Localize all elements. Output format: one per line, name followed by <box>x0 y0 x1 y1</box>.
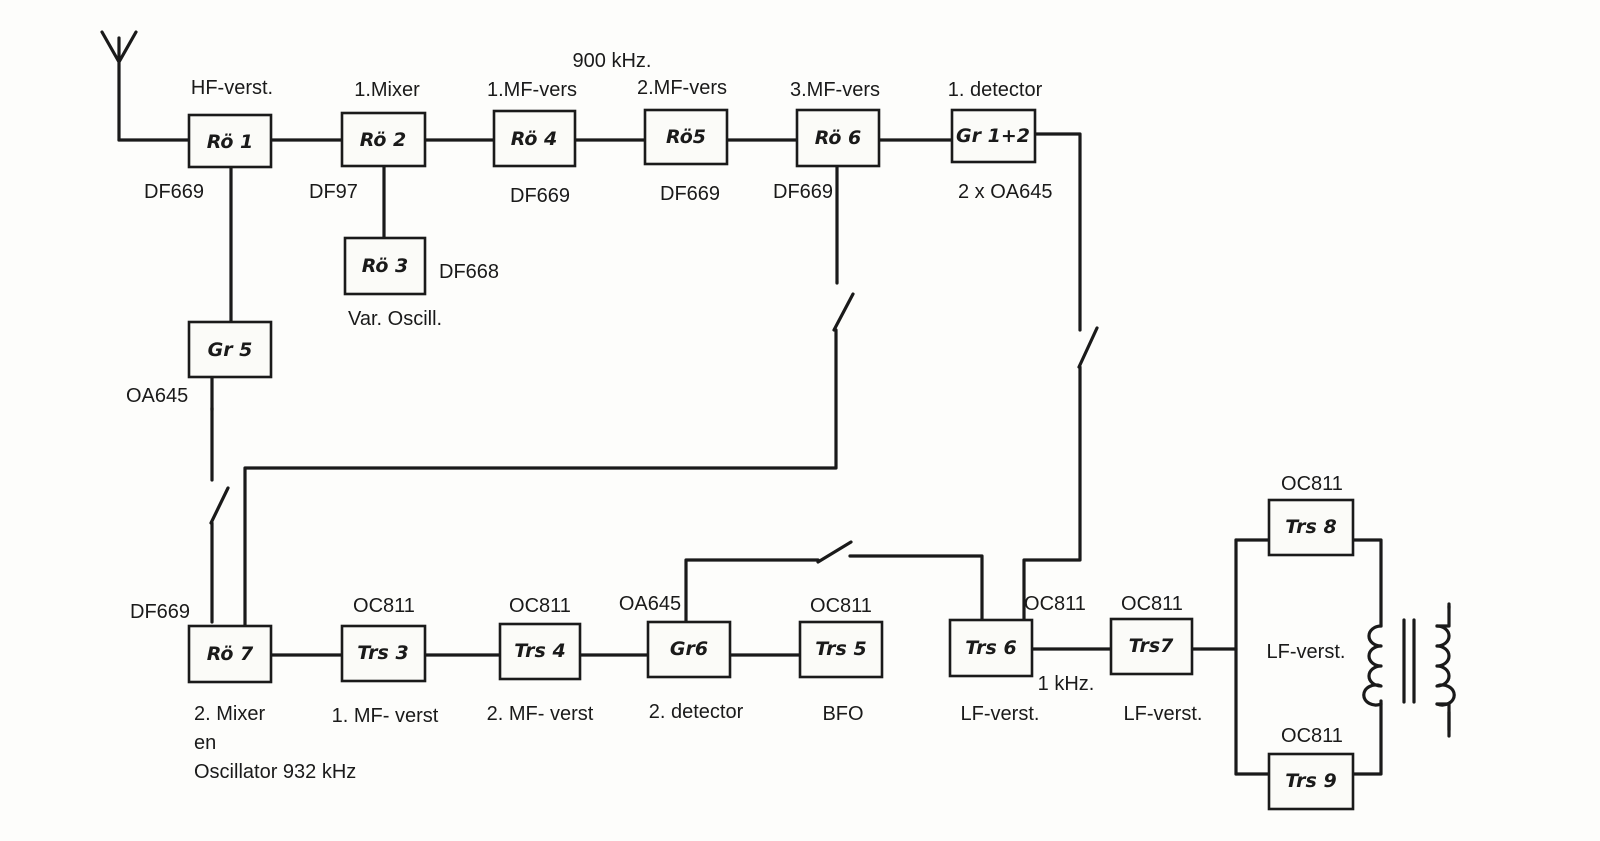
block-gr12: Gr 1+2 <box>950 108 1037 164</box>
block-label: Trs 5 <box>815 638 866 660</box>
block-trs4: Trs 4 <box>498 622 582 681</box>
transformer-icon <box>1362 604 1456 732</box>
part-label: OC811 <box>1281 473 1343 495</box>
stage-label: 1. MF- verst <box>332 705 439 727</box>
block-trs5: Trs 5 <box>798 620 884 679</box>
switch-icon <box>243 280 855 628</box>
block-label: Trs 8 <box>1285 516 1336 538</box>
block-ro7: Rö 7 <box>187 624 273 684</box>
stage-label: 2. detector <box>649 701 744 723</box>
stage-label: 1. detector <box>948 79 1043 101</box>
block-ro4: Rö 4 <box>492 109 577 168</box>
stage-label: 3.MF-vers <box>790 79 880 101</box>
freq-label: 1 kHz. <box>1038 673 1095 695</box>
stage-label: LF-verst. <box>1124 703 1203 725</box>
switch-icon <box>1022 326 1099 624</box>
part-label: 2 x OA645 <box>958 181 1053 203</box>
part-label: DF669 <box>510 185 570 207</box>
block-label: Gr6 <box>670 638 708 660</box>
block-ro6: Rö 6 <box>795 108 881 168</box>
part-label: DF669 <box>660 183 720 205</box>
block-ro5: Rö5 <box>643 108 729 166</box>
block-label: Rö 6 <box>815 127 862 149</box>
block-label: Rö 7 <box>207 643 254 665</box>
stage-label: 1.MF-vers <box>487 79 577 101</box>
block-ro2: Rö 2 <box>340 111 427 168</box>
stage-label: BFO <box>822 703 863 725</box>
stage-label: 2. MF- verst <box>487 703 594 725</box>
stage-label: 2. Mixer <box>194 703 265 725</box>
block-label: Trs 3 <box>357 642 408 664</box>
stage-label: en <box>194 732 216 754</box>
part-label: OA645 <box>126 385 188 407</box>
stage-label: LF-verst. <box>961 703 1040 725</box>
block-label: Trs 9 <box>1285 770 1336 792</box>
block-trs8: Trs 8 <box>1267 498 1355 557</box>
block-trs7: Trs7 <box>1109 617 1194 676</box>
stage-label: LF-verst. <box>1267 641 1346 663</box>
switch-icon <box>209 406 230 624</box>
block-label: Gr 5 <box>208 339 253 361</box>
block-label: Trs 6 <box>965 637 1016 659</box>
part-label: OC811 <box>509 595 571 617</box>
part-label: OC811 <box>1024 593 1086 615</box>
block-trs3: Trs 3 <box>340 624 427 683</box>
block-label: Rö 4 <box>511 128 558 150</box>
stage-label: 2.MF-vers <box>637 77 727 99</box>
stage-label: 1.Mixer <box>354 79 420 101</box>
part-label: OC811 <box>353 595 415 617</box>
switch-icon <box>684 540 984 624</box>
part-label: OC811 <box>1281 725 1343 747</box>
part-label: DF669 <box>130 601 190 623</box>
block-label: Rö 1 <box>207 131 254 153</box>
part-label: DF668 <box>439 261 499 283</box>
wires-top <box>117 132 1082 332</box>
part-label: OC811 <box>810 595 872 617</box>
part-label: OC811 <box>1121 593 1183 615</box>
part-label: OA645 <box>619 593 681 615</box>
block-label: Rö 2 <box>360 129 407 151</box>
block-label: Trs7 <box>1129 635 1175 657</box>
part-label: DF97 <box>309 181 358 203</box>
antenna-icon <box>100 30 138 142</box>
part-label: DF669 <box>773 181 833 203</box>
block-ro1: Rö 1 <box>187 113 273 169</box>
block-label: Rö5 <box>666 126 706 148</box>
block-label: Rö 3 <box>362 255 409 277</box>
stage-label: HF-verst. <box>191 77 273 99</box>
block-trs9: Trs 9 <box>1267 752 1355 811</box>
freq-label: 900 kHz. <box>573 50 652 72</box>
stage-label: Var. Oscill. <box>348 308 442 330</box>
block-gr6: Gr6 <box>646 620 732 679</box>
stage-label: Oscillator 932 kHz <box>194 761 356 783</box>
block-trs6: Trs 6 <box>948 618 1034 678</box>
block-label: Trs 4 <box>514 640 565 662</box>
block-gr5: Gr 5 <box>187 320 273 379</box>
part-label: DF669 <box>144 181 204 203</box>
block-label: Gr 1+2 <box>956 125 1030 147</box>
wires-bottom <box>269 538 1383 776</box>
block-ro3: Rö 3 <box>343 236 427 296</box>
